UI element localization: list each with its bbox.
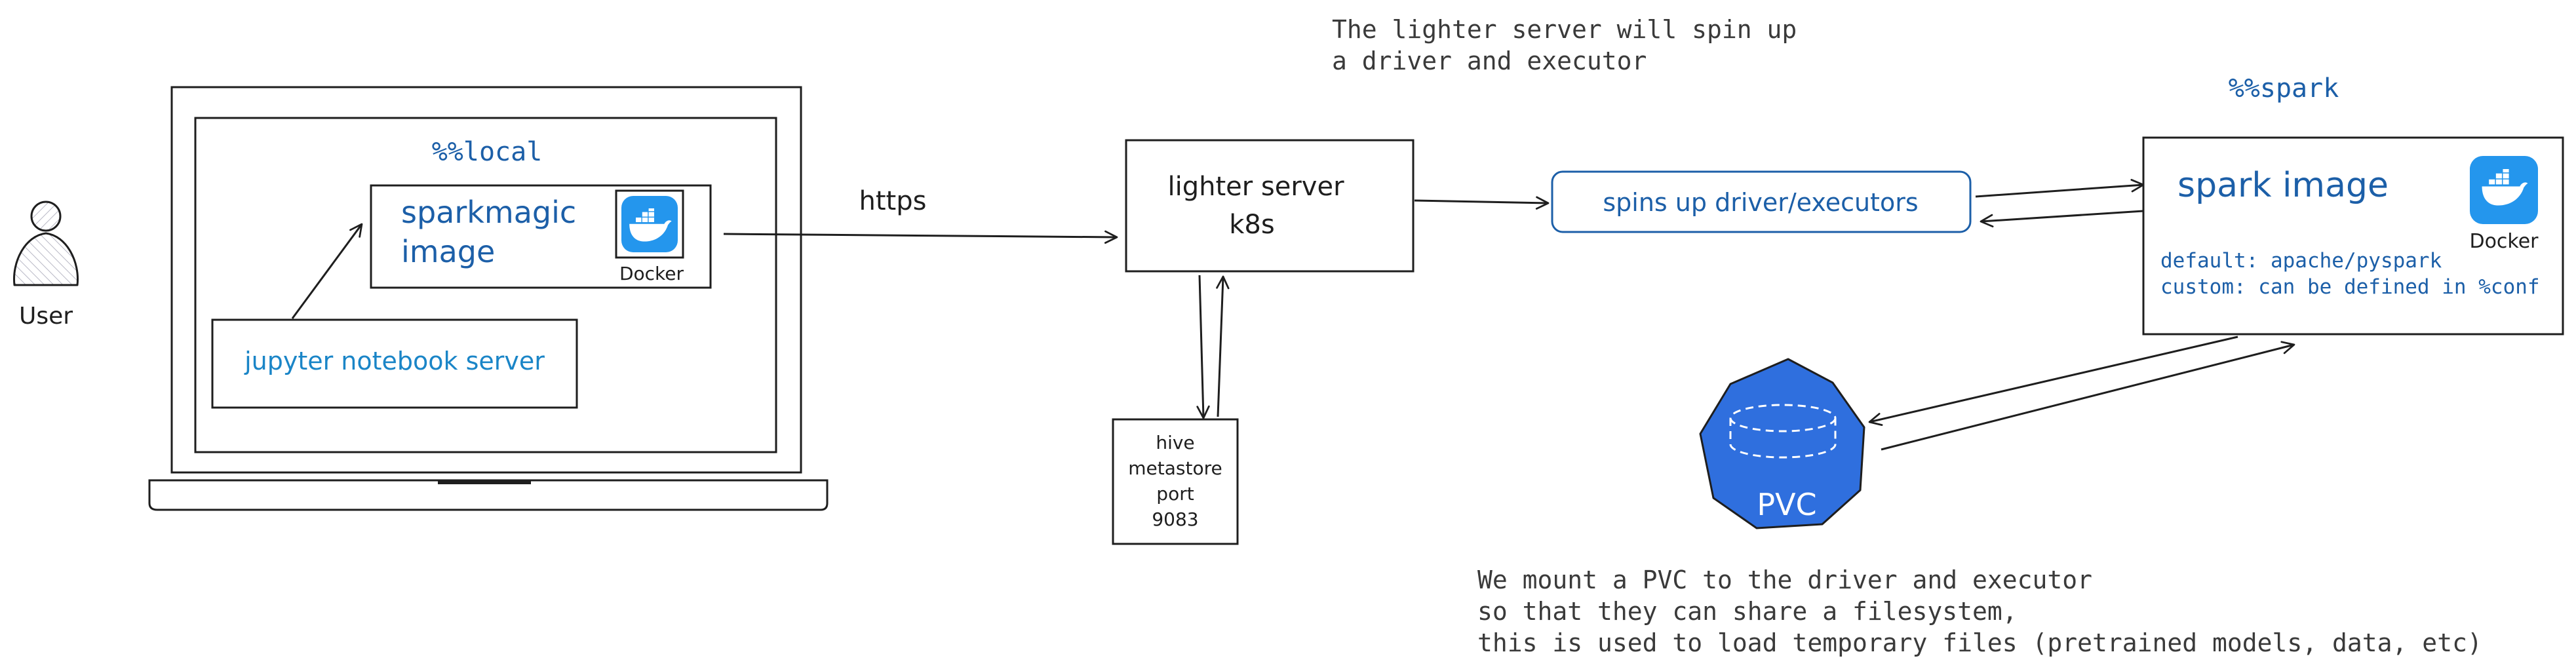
lighter-server-title: lighter server bbox=[1167, 172, 1344, 202]
user-icon bbox=[12, 201, 79, 286]
spark-image-title: spark image bbox=[2177, 166, 2389, 205]
sparkmagic-docker-label: Docker bbox=[619, 263, 684, 284]
laptop-frame bbox=[148, 86, 829, 511]
sparkmagic-title: sparkmagic bbox=[401, 195, 576, 230]
spark-docker-label: Docker bbox=[2469, 230, 2539, 253]
local-mode-label: %%local bbox=[432, 137, 543, 167]
lighter-server-k8s: k8s bbox=[1229, 210, 1274, 240]
spark-default-line: default: apache/pyspark bbox=[2160, 249, 2442, 273]
spark-docker-icon bbox=[2470, 156, 2538, 224]
hive-line3: port bbox=[1156, 483, 1194, 505]
lighter-to-hive-arrow bbox=[1196, 275, 1210, 419]
https-label: https bbox=[859, 186, 927, 216]
hive-line1: hive bbox=[1156, 432, 1194, 453]
pvc-to-spark-arrow bbox=[1881, 341, 2295, 451]
pvc-note-line2: so that they can share a filesystem, bbox=[1477, 597, 2018, 626]
spins-up-label: spins up driver/executors bbox=[1603, 188, 1918, 217]
jupyter-label: jupyter notebook server bbox=[244, 347, 545, 375]
lighter-server-box: lighter server k8s bbox=[1125, 139, 1415, 273]
pvc-note-line1: We mount a PVC to the driver and executo… bbox=[1477, 566, 2092, 594]
spark-image-box: spark image Docker default: apache/pyspa… bbox=[2142, 136, 2564, 336]
spins-up-box: spins up driver/executors bbox=[1551, 170, 1972, 233]
storage-cylinder-icon bbox=[1729, 404, 1837, 459]
sparkmagic-image-box: sparkmagic image Docker bbox=[370, 184, 712, 289]
lighter-to-spins-arrow bbox=[1414, 196, 1550, 210]
lighter-note-line1: The lighter server will spin up bbox=[1332, 15, 1797, 44]
hive-metastore-box: hive metastore port 9083 bbox=[1112, 418, 1239, 545]
spark-to-pvc-arrow bbox=[1868, 336, 2238, 426]
spark-to-spins-arrow bbox=[1980, 210, 2144, 228]
pvc-note-line3: this is used to load temporary files (pr… bbox=[1477, 628, 2482, 657]
hive-line2: metastore bbox=[1128, 457, 1222, 479]
https-arrow bbox=[723, 230, 1118, 244]
pvc-icon: PVC bbox=[1699, 358, 1865, 529]
docker-icon bbox=[615, 189, 684, 259]
jupyter-server-box: jupyter notebook server bbox=[211, 318, 578, 409]
hive-line4: 9083 bbox=[1152, 508, 1198, 530]
user-label: User bbox=[19, 303, 73, 330]
spark-custom-line: custom: can be defined in %conf bbox=[2160, 275, 2540, 299]
lighter-note-line2: a driver and executor bbox=[1332, 47, 1647, 75]
pvc-label: PVC bbox=[1757, 487, 1816, 522]
sparkmagic-subtitle: image bbox=[401, 234, 495, 269]
hive-to-lighter-arrow bbox=[1216, 275, 1230, 417]
jupyter-to-sparkmagic-arrow bbox=[291, 223, 363, 319]
spark-mode-label: %%spark bbox=[2229, 73, 2339, 104]
spins-to-spark-arrow bbox=[1975, 179, 2145, 198]
